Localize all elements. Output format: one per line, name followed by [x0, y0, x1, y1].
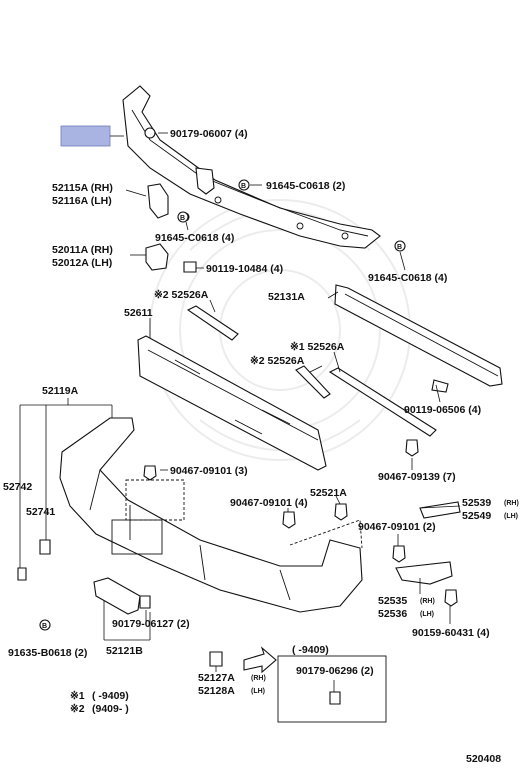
- bumper-arm-part: [145, 243, 169, 271]
- reinforcement-part: [334, 284, 503, 393]
- lower-bracket-part: [93, 577, 141, 615]
- svg-text:B: B: [397, 244, 402, 251]
- svg-text:B: B: [42, 623, 47, 630]
- label-52127A-side: (RH): [251, 675, 266, 682]
- highlight-box: [60, 125, 111, 147]
- label-90467-09139: 90467-09139 (7): [378, 471, 456, 483]
- label-52521A: 52521A: [310, 487, 347, 499]
- label-52012A: 52012A (LH): [52, 257, 112, 269]
- label-52741: 52741: [26, 506, 55, 518]
- label-90467-09101-2: 90467-09101 (2): [358, 521, 436, 533]
- label-90119-10484: 90119-10484 (4): [206, 263, 283, 275]
- side-retainer-part: [419, 501, 461, 519]
- label-52535: 52535: [378, 595, 407, 607]
- label-91635-B0618: 91635-B0618 (2): [8, 647, 87, 659]
- label-52549-side: (LH): [504, 513, 518, 520]
- spacer-strip-part: [186, 305, 239, 341]
- label-91645-C0618-2: 91645-C0618 (2): [266, 180, 345, 192]
- label-52536-side: (LH): [420, 611, 434, 618]
- label-52535-side: (RH): [420, 598, 435, 605]
- retainer-bracket-part: [195, 167, 215, 195]
- label-90467-09101-3: 90467-09101 (3): [170, 465, 248, 477]
- svg-text:B: B: [241, 183, 246, 190]
- legend-symbol-2: ※2: [70, 703, 85, 715]
- label-90179-06127: 90179-06127 (2): [112, 618, 190, 630]
- label-52526A-a: ※2 52526A: [154, 289, 209, 301]
- legend-range-2: (9409- ): [92, 703, 129, 715]
- spacer-strip-part: [328, 367, 437, 437]
- label-52549: 52549: [462, 510, 491, 522]
- label-52611: 52611: [124, 307, 153, 319]
- label-90119-06506: 90119-06506 (4): [404, 404, 481, 416]
- inset-part-label: 90179-06296 (2): [296, 665, 374, 677]
- legend: ※1 ( -9409) ※2 (9409- ): [70, 690, 129, 715]
- label-52011A: 52011A (RH): [52, 244, 113, 256]
- inset-box: [277, 655, 387, 723]
- label-52128A: 52128A: [198, 685, 235, 697]
- bumper-cover-part: [59, 417, 363, 613]
- label-90179-06007: 90179-06007 (4): [170, 128, 248, 140]
- label-90467-09101-4: 90467-09101 (4): [230, 497, 308, 509]
- label-52539: 52539: [462, 497, 491, 509]
- label-52121B: 52121B: [106, 645, 143, 657]
- legend-symbol-1: ※1: [70, 690, 85, 702]
- diagram-number: 520408: [466, 753, 501, 765]
- label-52539-side: (RH): [504, 500, 519, 507]
- label-91645-C0618-4b: 91645-C0618 (4): [368, 272, 447, 284]
- label-52131A: 52131A: [268, 291, 305, 303]
- label-52119A: 52119A: [42, 385, 79, 397]
- leader-lines: [19, 132, 461, 692]
- label-91645-C0618-4a: 91645-C0618 (4): [155, 232, 234, 244]
- spacer-strip-part: [295, 365, 331, 399]
- upper-retainer-part: [122, 85, 381, 249]
- label-52536: 52536: [378, 608, 407, 620]
- label-52116A: 52116A (LH): [52, 195, 112, 207]
- clip-icon: [17, 439, 458, 705]
- label-52526A-b: ※1 52526A: [290, 341, 345, 353]
- svg-text:B: B: [180, 215, 185, 222]
- label-52128A-side: (LH): [251, 688, 265, 695]
- bolt-icon: B B B B: [39, 127, 406, 631]
- label-52526A-c: ※2 52526A: [250, 355, 305, 367]
- label-52742: 52742: [3, 481, 32, 493]
- side-retainer-part: [395, 561, 453, 585]
- inset-header: ( -9409): [292, 644, 329, 656]
- absorber-part: [137, 335, 327, 471]
- label-90159-60431: 90159-60431 (4): [412, 627, 490, 639]
- label-52115A: 52115A (RH): [52, 182, 113, 194]
- label-52127A: 52127A: [198, 672, 235, 684]
- side-bracket-part: [147, 183, 169, 219]
- legend-range-1: ( -9409): [92, 690, 129, 702]
